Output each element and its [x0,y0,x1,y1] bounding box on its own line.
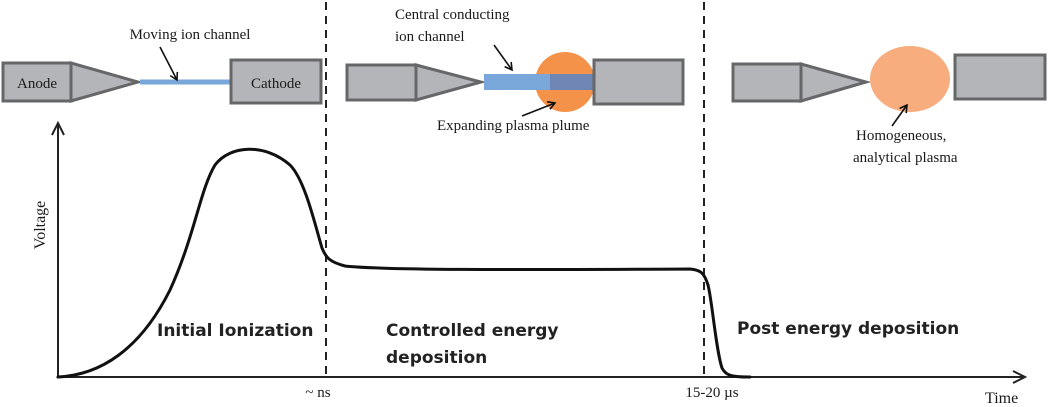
channel-plume-overlap [550,74,594,90]
stage2-schematic: Central conducting ion channel Expanding… [345,7,685,134]
x-axis-label: Time [985,390,1018,407]
phase-label-controlled-line2: deposition [386,348,487,368]
anode-label: Anode [17,76,57,92]
cathode-label: Cathode [251,76,301,92]
homogeneous-plasma [870,46,950,112]
anode-tip [414,63,487,102]
homogeneous-plasma-annotation-line2: analytical plasma [853,150,958,166]
annotation-arrow-icon [493,44,513,72]
homogeneous-plasma-annotation-line1: Homogeneous, [856,128,946,144]
voltage-curve [56,147,752,379]
anode-tip [799,62,872,104]
anode-tip [69,61,144,103]
stage3-schematic: Homogeneous, analytical plasma [731,46,1047,166]
phase-label-initial-ionization: Initial Ionization [157,321,313,341]
phase-label-post-energy: Post energy deposition [737,319,959,339]
annotation-arrow-icon [159,46,179,82]
y-axis-label: Voltage [32,201,49,250]
annotation-arrow-icon [891,103,908,127]
phase-label-controlled-line1: Controlled energy [386,321,559,341]
central-channel-annotation-line1: Central conducting [395,7,510,23]
anode-body [1,61,73,103]
tick-label-ns: ~ ns [305,385,330,401]
stage1-schematic: Anode Cathode Moving ion channel [1,27,323,105]
anode-body [345,63,418,102]
central-channel-annotation-line2: ion channel [395,29,465,45]
annotation-arrow-icon [521,101,557,117]
cathode-body [229,58,323,105]
anode-body [731,62,803,103]
plume-annotation: Expanding plasma plume [437,118,590,134]
moving-ion-channel-annotation: Moving ion channel [130,27,251,43]
cathode-body [592,58,685,106]
tick-label-us: 15-20 µs [685,385,738,401]
cathode-body [953,53,1047,101]
